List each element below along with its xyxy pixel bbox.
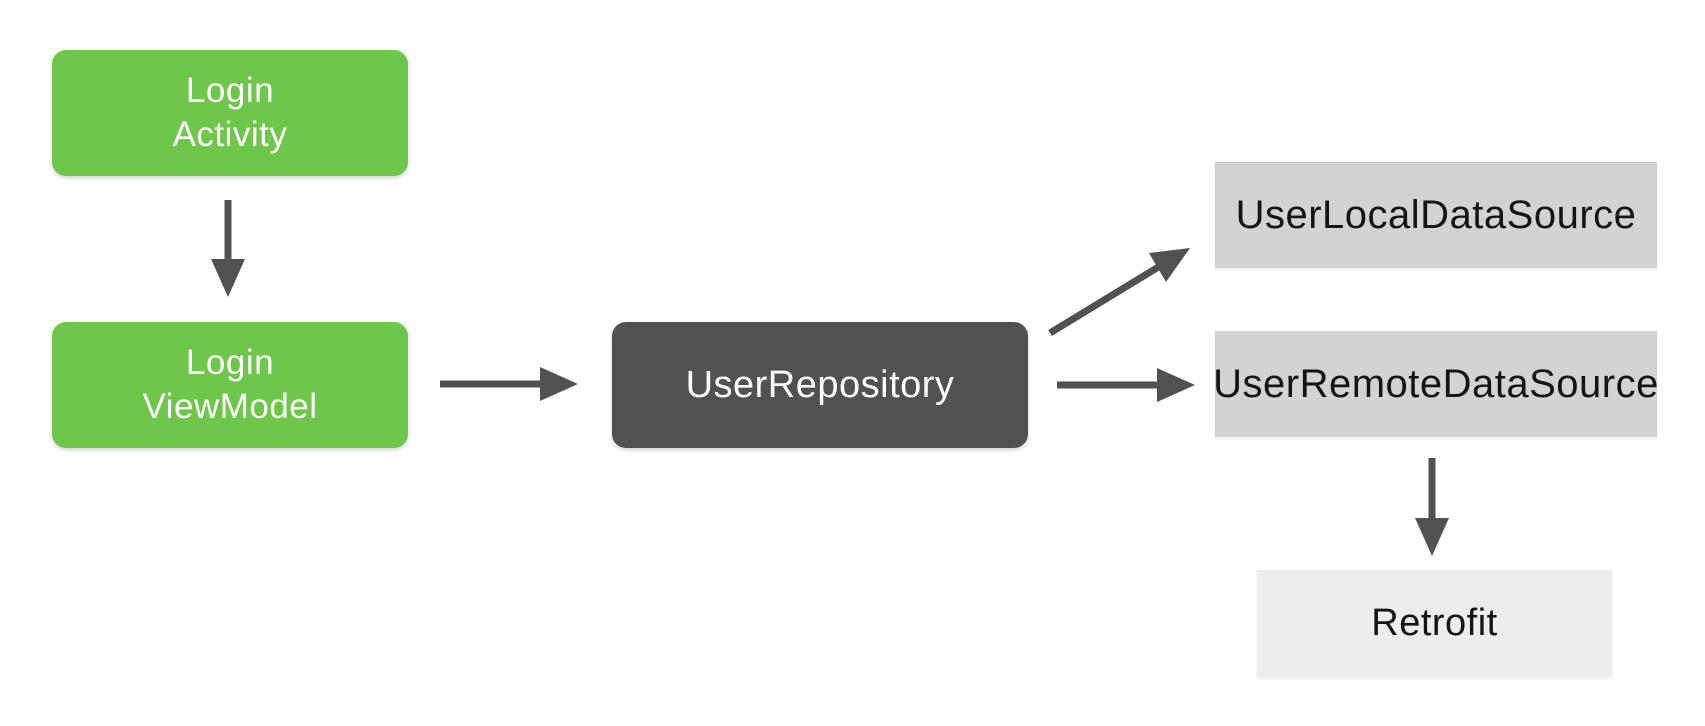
node-login-activity: Login Activity [52,50,408,176]
node-user-repository-label: UserRepository [685,363,955,406]
node-user-remote-data-source-label: UserRemoteDataSource [1213,361,1659,406]
arrow-user-repository-to-user-local-data-source [1048,248,1190,336]
arrow-login-viewmodel-to-user-repository [440,367,578,401]
node-user-repository: UserRepository [612,322,1028,448]
node-user-remote-data-source: UserRemoteDataSource [1213,331,1659,437]
arrow-user-remote-data-source-to-retrofit [1415,458,1449,556]
node-retrofit-label: Retrofit [1371,602,1498,644]
arrow-login-activity-to-login-viewmodel [211,200,245,297]
arrow-user-repository-to-user-remote-data-source [1057,368,1195,402]
node-user-local-data-source-label: UserLocalDataSource [1235,192,1637,237]
node-retrofit: Retrofit [1257,570,1612,677]
node-user-local-data-source: UserLocalDataSource [1215,162,1657,268]
node-login-viewmodel-label: Login ViewModel [142,342,318,426]
node-login-viewmodel: Login ViewModel [52,322,408,448]
node-login-activity-label: Login Activity [172,70,288,154]
